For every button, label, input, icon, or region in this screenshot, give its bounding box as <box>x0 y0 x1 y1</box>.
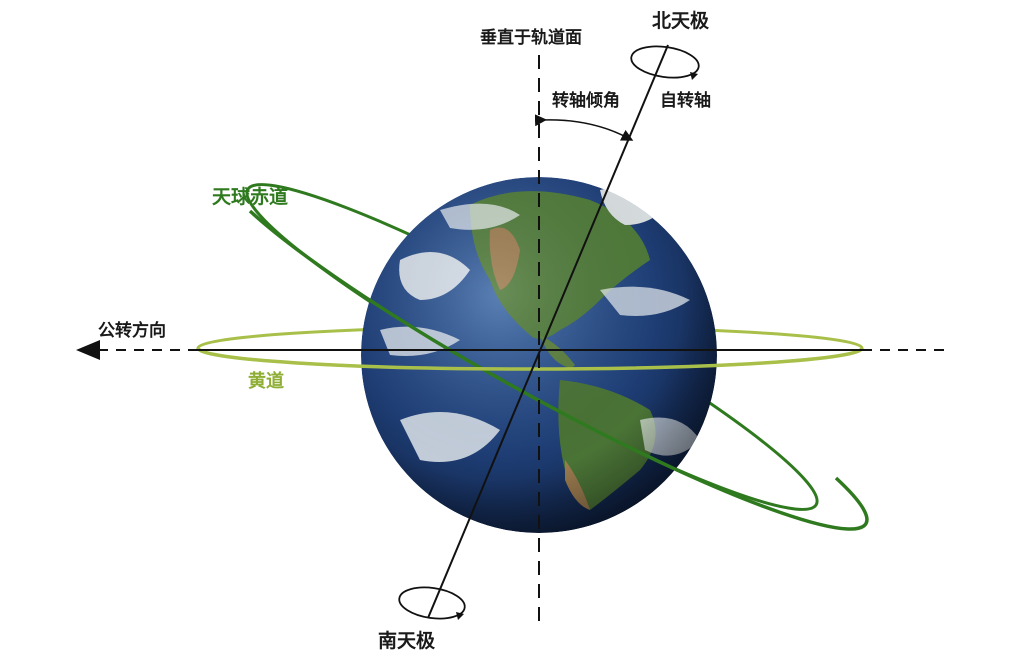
ecliptic-label: 黄道 <box>248 371 284 392</box>
north-pole-rotation-circle <box>630 45 700 79</box>
north-pole-rotation-arrow-icon <box>690 72 698 80</box>
rotation-axis-label: 自转轴 <box>660 91 711 111</box>
celestial-equator-label: 天球赤道 <box>212 186 289 208</box>
south-celestial-pole-label: 南天极 <box>378 630 436 652</box>
celestial-equator-ring-front <box>248 209 869 531</box>
earth-globe <box>361 177 717 533</box>
axial-tilt-arc <box>534 114 634 141</box>
south-pole-rotation-circle <box>398 586 466 620</box>
revolution-direction-label: 公转方向 <box>98 321 166 341</box>
axial-tilt-label: 转轴倾角 <box>552 91 620 111</box>
ecliptic-ring-front <box>196 347 864 371</box>
perpendicular-to-orbital-plane-label: 垂直于轨道面 <box>480 28 582 48</box>
south-pole-rotation-arrow-icon <box>456 612 464 620</box>
north-celestial-pole-label: 北天极 <box>652 10 710 32</box>
